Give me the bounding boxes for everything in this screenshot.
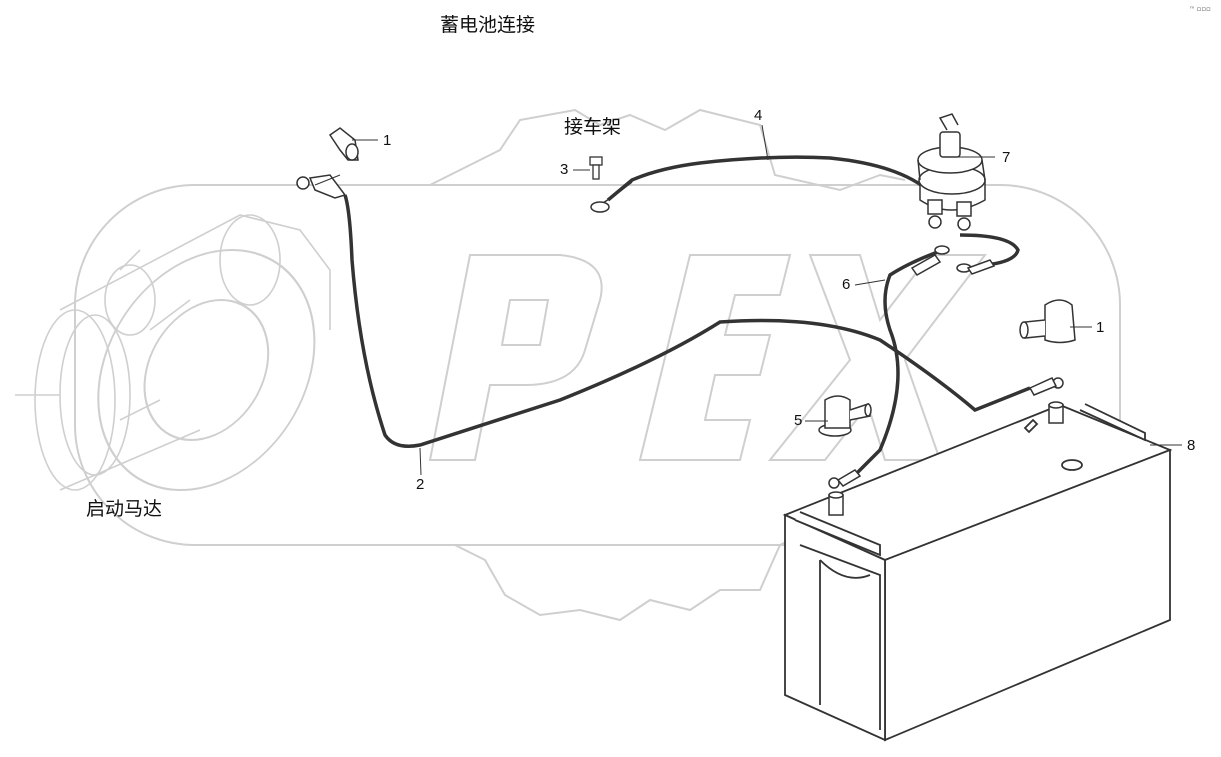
watermark-gear: [429, 108, 906, 622]
callout-7: 7: [1002, 149, 1011, 166]
leader-lines: [314, 124, 1182, 476]
callout-8: 8: [1187, 437, 1196, 454]
callout-5: 5: [794, 412, 803, 429]
callout-2: 2: [416, 476, 425, 493]
starter-motor-sketch: [15, 214, 331, 491]
cable-4: [606, 155, 932, 202]
cable-2: [343, 194, 1031, 448]
terminal-boot-5: [818, 395, 872, 437]
label-frame-connection: 接车架: [564, 116, 622, 138]
battery-box: [782, 403, 1173, 742]
callout-1-right: 1: [1096, 319, 1105, 336]
terminal-boot-1-upper: [328, 127, 359, 161]
starter-terminal: [296, 174, 347, 199]
callout-3: 3: [560, 161, 569, 178]
cable-6: [850, 233, 1020, 480]
frame-lug: [590, 201, 610, 213]
terminal-boot-1-right: [1019, 299, 1076, 344]
label-starter-motor: 启动马达: [86, 498, 163, 520]
diagram-title: 蓄电池连接: [440, 14, 536, 36]
callout-4: 4: [754, 107, 763, 124]
callout-6: 6: [842, 276, 851, 293]
battery-posts: [828, 377, 1064, 516]
cable-6-lugs: [910, 245, 996, 276]
frame-bolt: [589, 156, 603, 180]
watermark-opex: [74, 184, 1121, 546]
callout-1-upper: 1: [383, 132, 392, 149]
battery-switch: [917, 113, 986, 231]
corner-mark: ᵐ ▫▫▫: [1190, 5, 1211, 13]
